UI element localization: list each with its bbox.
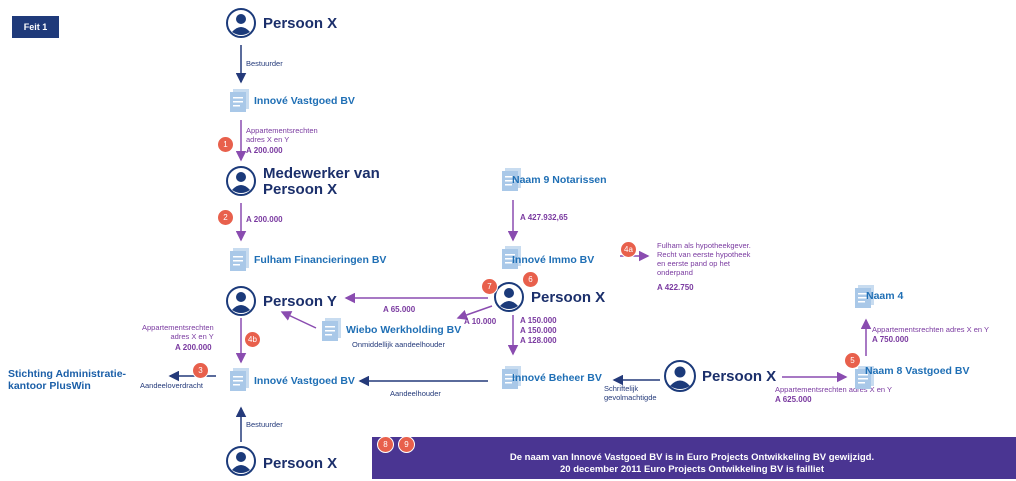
label-appartement-4b: Appartementsrechten adres X en Y: [142, 323, 214, 341]
badge-4b: 4b: [244, 331, 261, 348]
doc-icon: [500, 168, 522, 197]
amount-10000: A 10.000: [464, 317, 497, 326]
doc-icon: [228, 248, 250, 277]
label-schriftelijk: Schriftelijk gevolmachtigde: [604, 384, 657, 402]
amount-150a: A 150.000: [520, 316, 557, 325]
badge-6: 6: [522, 271, 539, 288]
banner-line-1: De naam van Innové Vastgoed BV is in Eur…: [509, 452, 875, 463]
person-bottom-name: Persoon X: [263, 455, 338, 472]
person-bottom: [226, 446, 256, 481]
label-bestuurder-bottom: Bestuurder: [246, 420, 283, 429]
entity-innove-beheer: Innové Beheer BV: [512, 372, 602, 384]
label-appartement-8: Appartementsrechten adres X en Y: [775, 385, 893, 394]
amount-422: A 422.750: [657, 283, 694, 292]
entity-wiebo: Wiebo Werkholding BV: [346, 324, 462, 336]
entity-naam8: Naam 8 Vastgoed BV: [865, 365, 970, 377]
arrow-wiebo-y: [280, 311, 317, 329]
entity-fulham: Fulham Financieringen BV: [254, 254, 387, 266]
person-medewerker-name: Medewerker van Persoon X: [263, 165, 380, 198]
label-aandeeloverdracht: Aandeeloverdracht: [140, 381, 203, 390]
amount-128: A 128.000: [520, 336, 557, 345]
entity-stichting: Stichting Administratie- kantoor PlusWin: [8, 368, 127, 392]
badge-7: 7: [481, 278, 498, 295]
person-icon: [664, 360, 696, 392]
entity-innove-immo: Innové Immo BV: [512, 254, 595, 266]
label-bestuurder-top: Bestuurder: [246, 59, 283, 68]
amount-625: A 625.000: [775, 395, 812, 404]
doc-icon: [853, 285, 875, 314]
amount-1: A 200.000: [246, 146, 283, 155]
label-onmiddellijk: Onmiddellijk aandeelhouder: [352, 340, 445, 349]
amount-2: A 200.000: [246, 215, 283, 224]
entity-naam4: Naam 4: [866, 290, 904, 302]
person-icon: [494, 282, 524, 312]
person-top: [226, 8, 256, 43]
person-mid-name: Persoon X: [531, 289, 606, 306]
doc-icon: [320, 318, 342, 347]
amount-427: A 427.932,65: [520, 213, 568, 222]
label-appartement-4: Appartementsrechten adres X en Y: [872, 325, 990, 334]
person-y: [226, 286, 256, 321]
badge-5: 5: [844, 352, 861, 369]
badge-3: 3: [192, 362, 209, 379]
entity-innove-vastgoed-top: Innové Vastgoed BV: [254, 95, 355, 107]
badge-1: 1: [217, 136, 234, 153]
label-fulham-hyp: Fulham als hypotheekgever. Recht van eer…: [657, 241, 751, 277]
bottom-banner: 8 9 De naam van Innové Vastgoed BV is in…: [372, 436, 1016, 479]
badge-4a: 4a: [620, 241, 637, 258]
badge-9: 9: [398, 436, 415, 453]
person-icon: [226, 166, 256, 196]
label-aandeelhouder: Aandeelhouder: [390, 389, 441, 398]
label-appartement-1: Appartementsrechten adres X en Y: [246, 126, 318, 144]
doc-icon: [500, 246, 522, 275]
person-mid: [494, 282, 524, 317]
person-icon: [226, 286, 256, 316]
entity-innove-vastgoed-bottom: Innové Vastgoed BV: [254, 375, 355, 387]
doc-icon: [500, 366, 522, 395]
amount-750: A 750.000: [872, 335, 909, 344]
person-top-name: Persoon X: [263, 15, 338, 32]
feit-tag: Feit 1: [12, 16, 59, 38]
banner-line-2: 20 december 2011 Euro Projects Ontwikkel…: [560, 464, 824, 475]
person-y-name: Persoon Y: [263, 293, 337, 310]
person-right: [664, 360, 696, 397]
arrow-10000: [456, 305, 493, 320]
person-icon: [226, 8, 256, 38]
person-medewerker: [226, 166, 256, 201]
badge-2: 2: [217, 209, 234, 226]
person-right-name: Persoon X: [702, 368, 777, 385]
amount-65000: A 65.000: [383, 305, 416, 314]
amount-4b: A 200.000: [175, 343, 212, 352]
doc-icon: [853, 366, 875, 395]
amount-150b: A 150.000: [520, 326, 557, 335]
doc-icon: [228, 368, 250, 397]
doc-icon: [228, 89, 250, 118]
person-icon: [226, 446, 256, 476]
badge-8: 8: [377, 436, 394, 453]
entity-naam9: Naam 9 Notarissen: [512, 174, 607, 186]
